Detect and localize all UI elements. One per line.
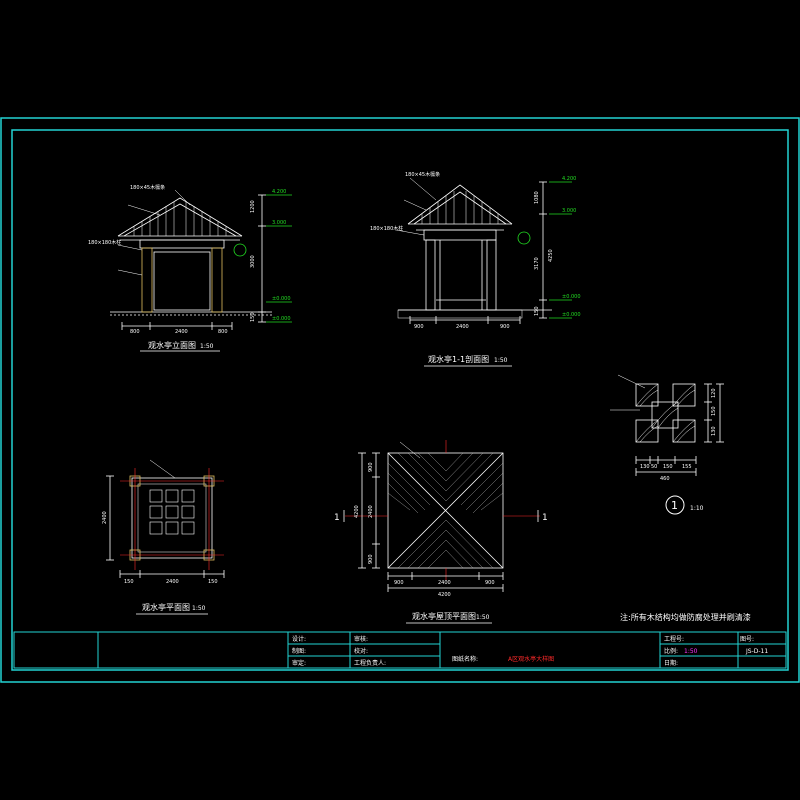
tb-sheet-no-label: 图号: — [740, 636, 754, 643]
plan-dim-side: 2400 — [102, 511, 108, 524]
detail-dim-right-a: 120 — [711, 388, 717, 398]
elevation-dim-right: 800 — [218, 329, 228, 335]
section-mark-top: 4.200 — [562, 176, 576, 182]
section-dim-base: 150 — [534, 306, 540, 316]
detail-dim-c: 150 — [663, 464, 673, 470]
tb-scale-label: 比例: — [664, 647, 678, 655]
elevation-callout-purlin: 180×45木檩条 — [130, 184, 165, 191]
tb-drawing-name-label: 图纸名称: — [452, 655, 478, 663]
elevation-mark-eave: 3.000 — [272, 220, 286, 226]
detail-labels: 130 50 150 155 460 120 150 130 1 1:10 — [640, 388, 717, 512]
plan-title: 观水亭平面图 — [142, 602, 190, 612]
roof-dim-right: 900 — [485, 580, 495, 586]
outer-frame — [0, 117, 800, 683]
plan-dim-left: 150 — [124, 579, 134, 585]
elevation-scale: 1:50 — [200, 343, 214, 350]
section-mark-ground: ±0.000 — [562, 312, 581, 318]
elevation-labels: 4.200 3.000 ±0.000 ±0.000 800 2400 800 1… — [88, 184, 291, 350]
detail-view — [610, 374, 724, 515]
section-dim-total: 4250 — [548, 249, 554, 262]
plan-scale: 1:50 — [192, 605, 206, 612]
tb-sheet-no: JS-D-11 — [745, 648, 768, 655]
roof-plan-view — [343, 440, 540, 592]
tb-proofreader-label: 校对: — [354, 647, 368, 655]
roof-dim-side-bottom: 900 — [368, 554, 374, 564]
roof-section-mark-left: 1 — [334, 513, 340, 523]
section-dim-right: 900 — [500, 324, 510, 330]
section-mark-floor: ±0.000 — [562, 294, 581, 300]
title-block-labels: 设计: 审核: 制图: 校对: 审定: 工程负责人: 图纸名称: A区观水亭大样… — [292, 635, 768, 667]
elevation-dim-base: 150 — [250, 312, 256, 322]
elevation-mark-floor: ±0.000 — [272, 296, 291, 302]
roof-dim-left: 900 — [394, 580, 404, 586]
plan-view — [106, 459, 225, 578]
detail-dim-d: 155 — [682, 464, 692, 470]
detail-dim-right-b: 150 — [711, 406, 717, 416]
roof-dim-side-center: 2400 — [368, 505, 374, 518]
roof-plan-labels: 900 2400 900 4200 900 2400 900 4200 1 1 … — [334, 462, 548, 621]
roof-section-mark-right: 1 — [542, 513, 548, 523]
detail-dim-a: 130 — [640, 464, 650, 470]
section-labels: 4.200 3.000 ±0.000 ±0.000 900 2400 900 1… — [370, 171, 581, 364]
detail-dim-total: 460 — [660, 476, 670, 482]
section-dim-height: 3170 — [534, 257, 540, 270]
roof-dim-side-top: 900 — [368, 462, 374, 472]
detail-scale: 1:10 — [690, 505, 704, 512]
section-dim-roof: 1080 — [534, 191, 540, 204]
tb-reviewer-label: 审定: — [292, 659, 306, 667]
section-view — [395, 177, 572, 324]
tb-drawing-name: A区观水亭大样图 — [508, 655, 554, 663]
roof-plan-scale: 1:50 — [476, 614, 490, 621]
elevation-mark-ground: ±0.000 — [272, 316, 291, 322]
inner-frame — [11, 129, 789, 671]
roof-dim-center: 2400 — [438, 580, 451, 586]
elevation-dim-roof: 1200 — [250, 200, 256, 213]
roof-dim-total: 4200 — [438, 592, 451, 598]
tb-designer-label: 设计: — [292, 635, 306, 643]
roof-plan-title: 观水亭屋顶平面图 — [412, 611, 476, 621]
section-scale: 1:50 — [494, 357, 508, 364]
section-callout-purlin: 180×45木檩条 — [405, 171, 440, 178]
tb-checker-label: 审核: — [354, 635, 368, 643]
tb-drawer-label: 制图: — [292, 647, 306, 655]
detail-number: 1 — [671, 499, 678, 512]
elevation-mark-top: 4.200 — [272, 189, 286, 195]
elevation-callout-column: 180×180木柱 — [88, 239, 121, 246]
tb-scale-value: 1:50 — [684, 648, 698, 655]
detail-dim-right-c: 130 — [711, 426, 717, 436]
elevation-dim-height: 3000 — [250, 255, 256, 268]
section-dim-left: 900 — [414, 324, 424, 330]
elevation-title: 观水亭立面图 — [148, 340, 196, 350]
tb-date-label: 日期: — [664, 659, 678, 667]
general-note: 注:所有木结构均做防腐处理并刷清漆 — [620, 612, 751, 622]
section-dim-center: 2400 — [456, 324, 469, 330]
detail-dim-b: 50 — [651, 464, 657, 470]
plan-dim-center: 2400 — [166, 579, 179, 585]
section-callout-column: 180×180木柱 — [370, 225, 403, 232]
elevation-view — [110, 189, 292, 330]
plan-labels: 150 2400 150 2400 观水亭平面图 1:50 — [102, 511, 218, 612]
section-title: 观水亭1-1剖面图 — [428, 354, 489, 364]
elevation-dim-left: 800 — [130, 329, 140, 335]
title-block — [13, 631, 787, 669]
plan-dim-right: 150 — [208, 579, 218, 585]
tb-engineer-label: 工程负责人: — [354, 659, 386, 667]
tb-project-no-label: 工程号: — [664, 635, 684, 643]
section-mark-eave: 3.000 — [562, 208, 576, 214]
elevation-dim-center: 2400 — [175, 329, 188, 335]
roof-dim-side-total: 4200 — [354, 505, 360, 518]
